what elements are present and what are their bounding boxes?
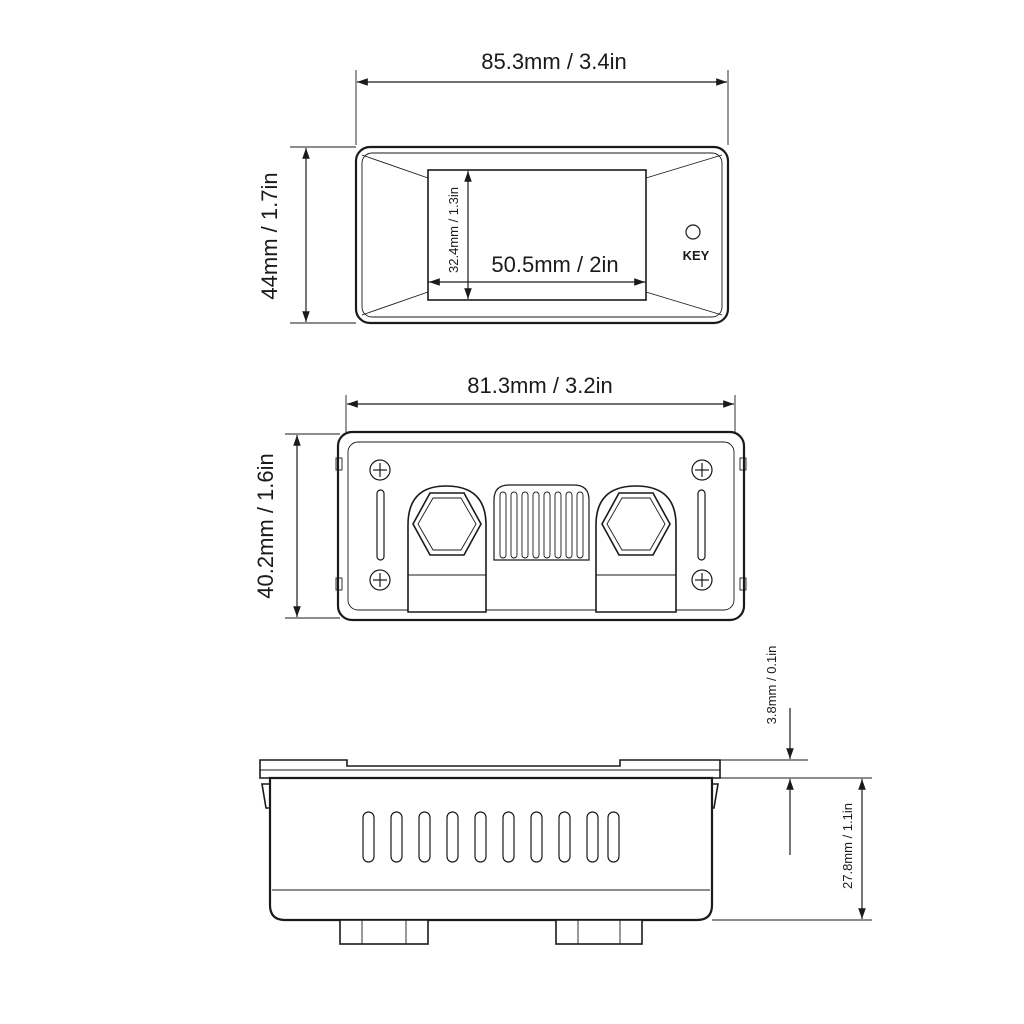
front-bezel-inner-edge [361,152,723,318]
side-case [268,776,714,922]
screen-height-label: 32.4mm / 1.3in [446,187,461,273]
side-terminal [555,919,643,945]
side-clip [335,577,343,591]
mounting-slot [697,489,706,561]
side-clip [739,577,747,591]
bezel-label: 3.8mm / 0.1in [764,646,779,725]
screw-icon [691,459,713,481]
side-vent-slots [362,811,620,863]
front-height-label: 44mm / 1.7in [257,172,282,299]
vent-grille [493,484,590,561]
side-clip [739,457,747,471]
mounting-slot [376,489,385,561]
screw-icon [691,569,713,591]
back-case-inner-edge [347,441,735,611]
back-height-label: 40.2mm / 1.6in [253,453,278,599]
side-terminal [339,919,429,945]
depth-label: 27.8mm / 1.1in [840,803,855,889]
bevel-line [645,291,723,316]
side-view: 3.8mm / 0.1in 27.8mm / 1.1in [259,646,872,945]
front-width-label: 85.3mm / 3.4in [481,49,627,74]
left-terminal [407,485,487,613]
front-view: 85.3mm / 3.4in 44mm / 1.7in 32.4mm / 1.3… [257,49,730,325]
bevel-line [645,154,723,179]
right-terminal [595,485,677,613]
key-label: KEY [683,248,710,263]
side-clip [335,457,343,471]
key-button-icon [685,224,701,240]
screen-width-label: 50.5mm / 2in [491,252,618,277]
hex-nut-icon [601,492,671,556]
hex-nut-icon [412,492,482,556]
screw-icon [369,569,391,591]
side-bezel-lip [259,759,721,779]
bevel-line [361,291,429,316]
screw-icon [369,459,391,481]
back-view: 81.3mm / 3.2in 40.2mm / 1.6in [253,373,747,622]
back-case [336,430,746,622]
bevel-line [361,154,429,179]
back-width-label: 81.3mm / 3.2in [467,373,613,398]
